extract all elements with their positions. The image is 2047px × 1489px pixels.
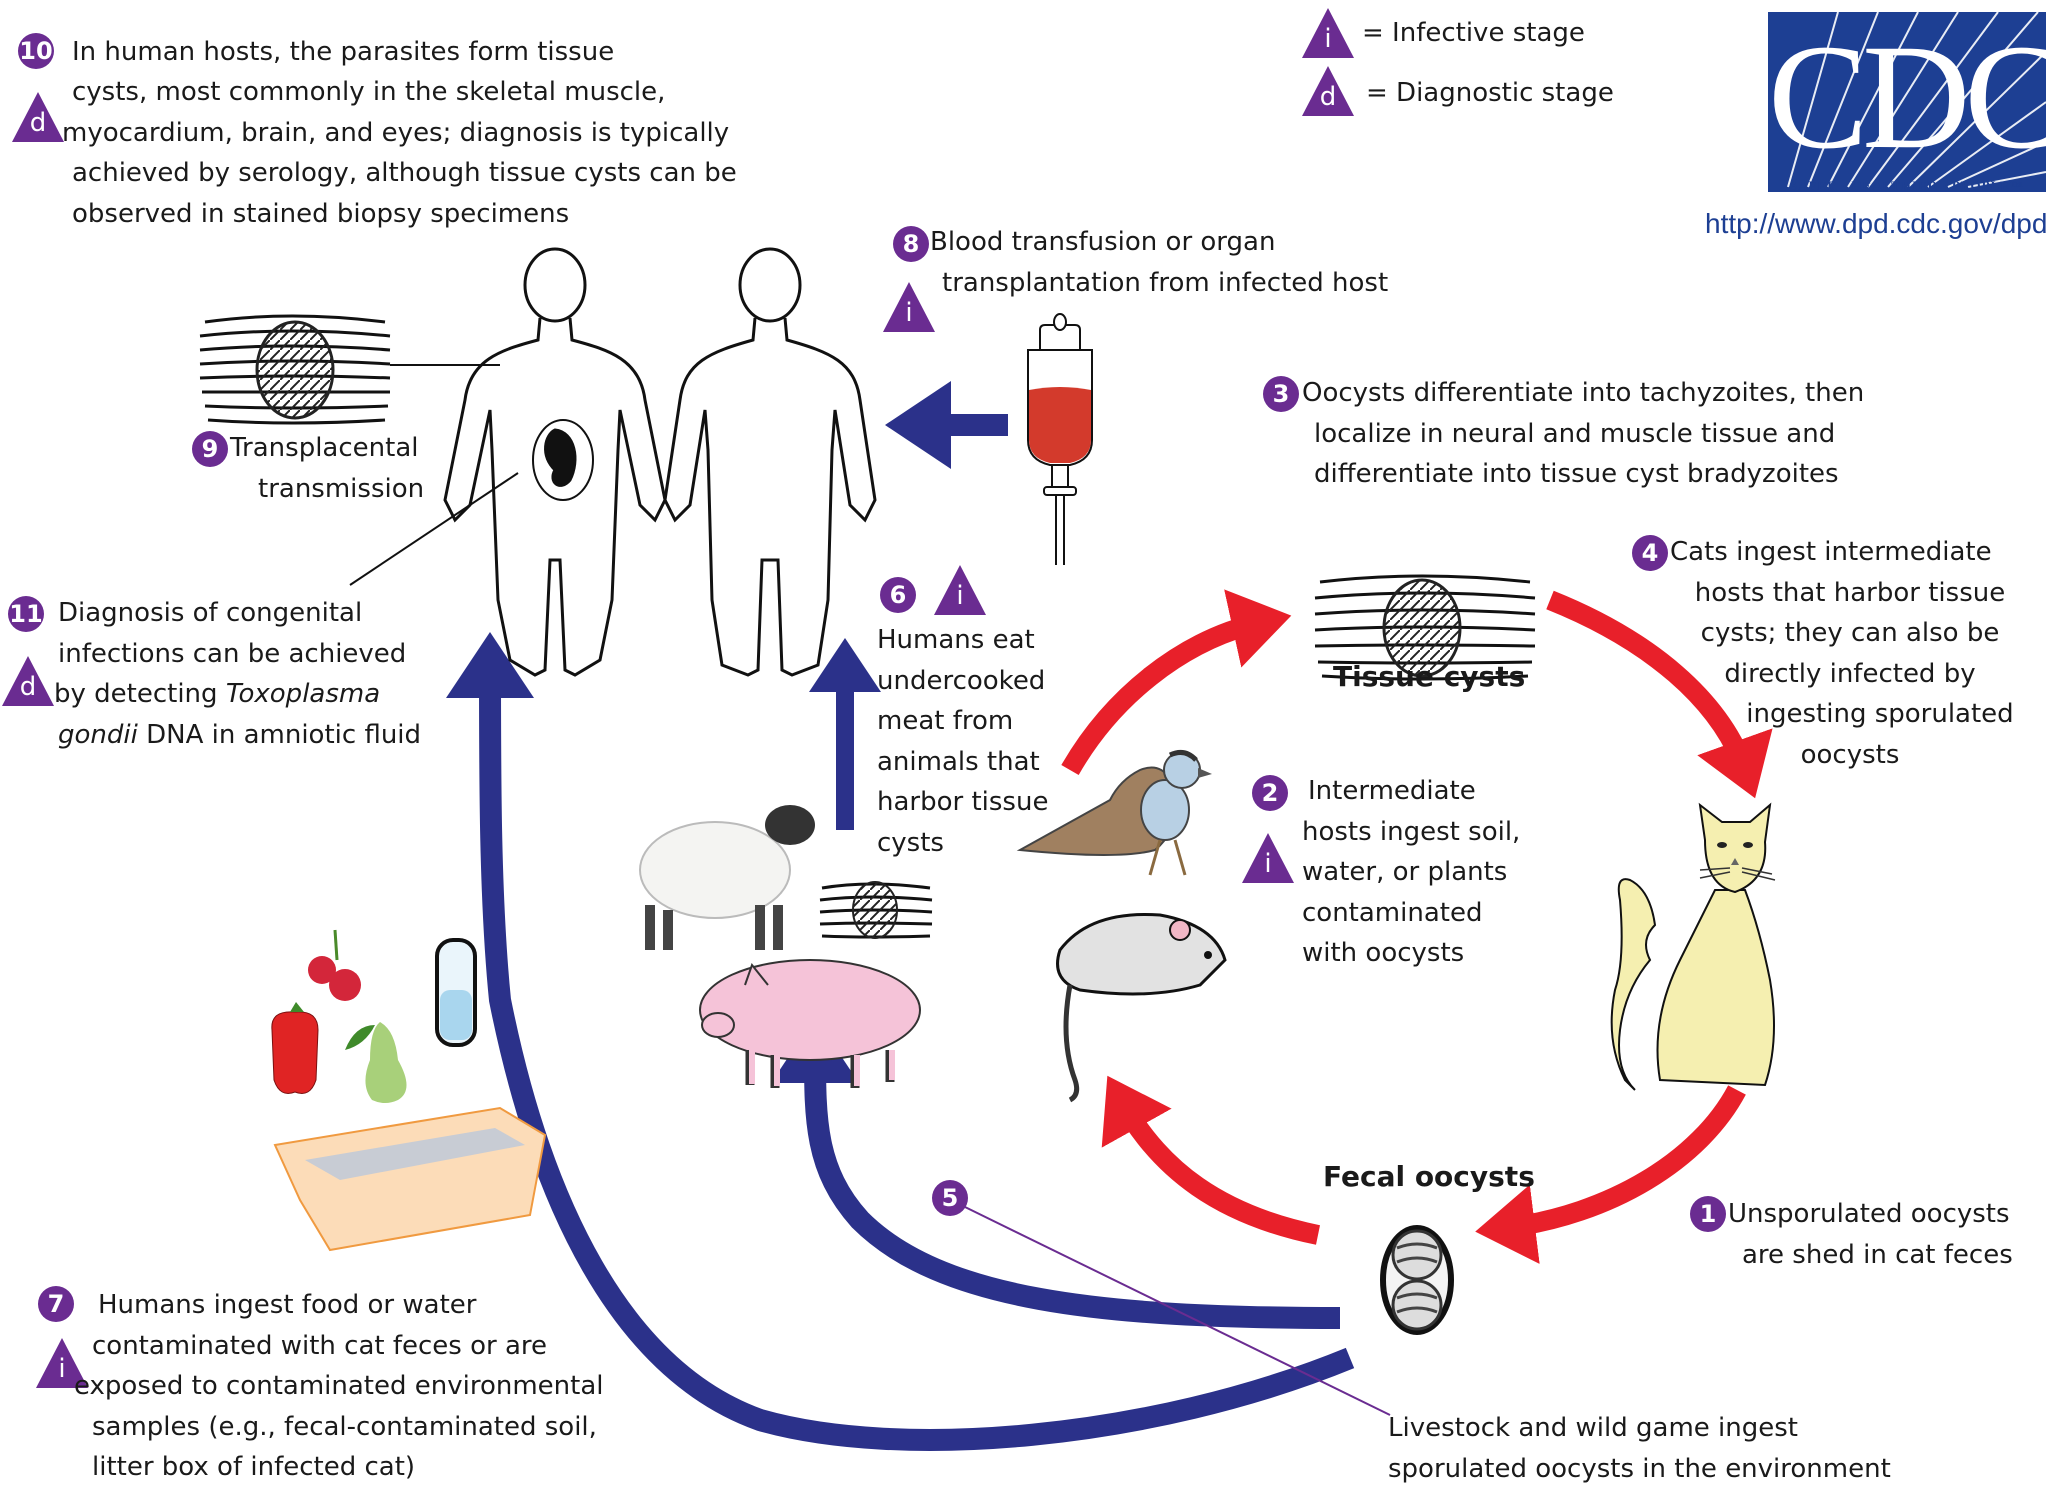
arrow-intermediate-to-tissue-cysts (1061, 589, 1292, 775)
step-10-diagnostic-icon: d (12, 92, 64, 142)
cdc-logo-letters: CDC (1768, 14, 2046, 180)
tissue-cyst-icon-livestock (819, 881, 933, 939)
step-6-infective-icon: i (934, 565, 986, 615)
step-7-text: Humans ingest food or water contaminated… (74, 1290, 604, 1482)
infective-stage-legend-icon: i (1302, 8, 1354, 58)
arrow-tissue-cysts-to-cat (1546, 590, 1773, 799)
water-glass-icon (435, 938, 477, 1047)
mouse-icon (1056, 912, 1227, 1103)
cdc-logo: CDC (1768, 12, 2046, 192)
species-name-genus: Toxoplasma (225, 679, 381, 709)
step-10-badge: 10 (18, 33, 54, 69)
step-5-leader-line (964, 1206, 1391, 1416)
step-11-text: Diagnosis of congenital infections can b… (54, 598, 422, 750)
species-name-species: gondii (58, 719, 138, 750)
step-2-badge: 2 (1252, 775, 1288, 811)
cdc-tagline: SAFER · HEALTHIER · PEOPLE™ (1790, 178, 2024, 193)
step-9-text: Transplacental transmission (230, 433, 425, 504)
step-4-badge: 4 (1632, 535, 1668, 571)
step-8-badge: 8 (893, 226, 929, 262)
step-1-badge: 1 (1690, 1196, 1726, 1232)
diagnostic-stage-legend-icon: d (1302, 66, 1354, 116)
cdc-logo-rays (1787, 12, 2046, 188)
bird-icon (1016, 749, 1212, 876)
step-7-badge: 7 (38, 1286, 74, 1322)
tissue-cysts-label: Tissue cysts (1333, 660, 1526, 693)
arrow-oocysts-to-livestock (771, 1017, 1341, 1329)
apple-icon (271, 1002, 319, 1094)
pear-icon (345, 1022, 407, 1103)
diagnostic-stage-legend-label: = Diagnostic stage (1366, 78, 1614, 108)
step-2-infective-icon: i (1242, 833, 1294, 883)
step-11-text-pre: by detecting (54, 679, 226, 709)
step-8-infective-icon: i (883, 282, 935, 332)
sheep-icon (639, 805, 815, 950)
arrow-cat-to-fecal-oocysts (1475, 1085, 1746, 1264)
cat-icon (1610, 802, 1776, 1091)
step-3-text: Oocysts differentiate into tachyzoites, … (1302, 378, 1865, 489)
step-4-text: Cats ingest intermediate hosts that harb… (1670, 537, 2014, 770)
step-5-text: Livestock and wild game ingest sporulate… (1388, 1413, 1891, 1484)
step-10-text-cont: cysts, most commonly in the skeletal mus… (62, 77, 737, 229)
step-8-text: Blood transfusion or organ transplantati… (930, 227, 1389, 298)
blood-bag-icon (1027, 313, 1093, 565)
pregnant-woman-figure (349, 247, 667, 677)
step-9-badge: 9 (192, 431, 228, 467)
step-11-diagnostic-icon: d (2, 656, 54, 706)
pig-icon (699, 959, 921, 1088)
step-6-badge: 6 (880, 577, 916, 613)
infective-stage-legend-label: = Infective stage (1362, 18, 1585, 48)
step-11-badge: 11 (8, 596, 44, 632)
male-figure (663, 247, 877, 677)
step-1-text: Unsporulated oocysts are shed in cat fec… (1728, 1199, 2013, 1270)
step-11-text-post: DNA in amniotic fluid (137, 719, 422, 750)
step-5-badge: 5 (932, 1180, 968, 1216)
step-2-text: Intermediate hosts ingest soil, water, o… (1302, 776, 1521, 968)
cdc-url-link[interactable]: http://www.dpd.cdc.gov/dpdx (1705, 208, 2047, 239)
step-3-badge: 3 (1263, 376, 1299, 412)
fecal-oocysts-label: Fecal oocysts (1323, 1160, 1535, 1193)
tissue-cyst-icon-human (199, 314, 500, 425)
step-6-text: Humans eat undercooked meat from animals… (877, 625, 1049, 858)
raspberries-icon (308, 929, 361, 1001)
step-7-infective-icon: i (36, 1338, 88, 1388)
litter-box-icon (273, 1106, 547, 1252)
step-10-text: In human hosts, the parasites form tissu… (72, 37, 615, 67)
arrow-fecal-oocysts-to-intermediate (1101, 1075, 1321, 1245)
fecal-oocyst-icon (1380, 1225, 1454, 1335)
tissue-cyst-icon-center (1314, 574, 1536, 681)
arrow-oocysts-to-human (446, 632, 1355, 1451)
